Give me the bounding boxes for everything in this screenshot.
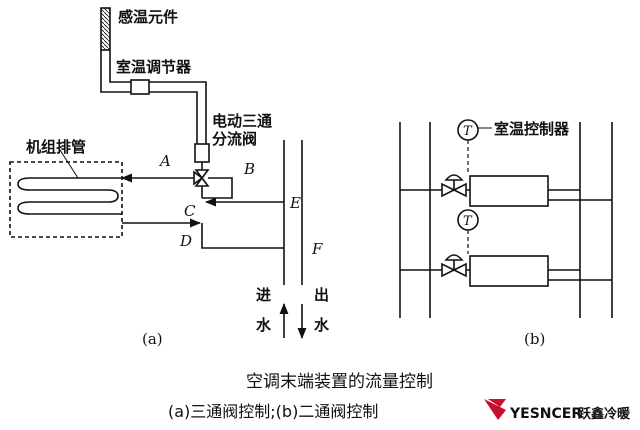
thermostat-label: 室温调节器 — [116, 58, 192, 76]
b-lower-valve — [441, 254, 467, 278]
b-lower-thermostat-symbol: T — [463, 214, 473, 229]
unit-label: 机组排管 — [26, 138, 86, 156]
inlet-label-1: 进 — [256, 286, 271, 304]
b-upper-valve — [441, 174, 467, 198]
b-upper-thermostat — [457, 119, 479, 141]
point-c-label: C — [184, 202, 196, 220]
b-upper-return-pipe — [548, 189, 612, 201]
unit-label-pointer — [59, 149, 79, 179]
brand-logo-icon — [484, 399, 506, 420]
point-f-label: F — [311, 240, 323, 258]
pipe-b — [202, 177, 233, 199]
valve-label-line2: 分流阀 — [212, 130, 257, 148]
capillary-tube — [100, 50, 131, 93]
outlet-label-1: 出 — [314, 286, 329, 304]
brand-name-cn: 跃鑫冷暖 — [578, 406, 631, 422]
b-lower-unit — [469, 255, 549, 287]
caption-title: 空调末端装置的流量控制 — [246, 372, 433, 392]
point-e-label: E — [289, 194, 301, 212]
point-d-label: D — [179, 232, 192, 250]
caption-subtitle: (a)三通阀控制;(b)二通阀控制 — [168, 402, 378, 421]
point-b-label: B — [243, 160, 255, 178]
diagram-a — [9, 7, 307, 340]
unit-coil — [17, 177, 122, 215]
diagram-b — [399, 119, 613, 318]
b-upper-thermostat-symbol: T — [463, 124, 473, 139]
valve-label-line1: 电动三通 — [212, 112, 272, 130]
controller-label: 室温控制器 — [494, 120, 570, 138]
inlet-label-2: 水 — [256, 316, 272, 334]
b-upper-unit — [469, 175, 549, 207]
three-way-valve — [193, 169, 210, 187]
unit-box — [9, 161, 123, 238]
valve-actuator — [194, 143, 210, 163]
brand-watermark: YESNCER 跃鑫冷暖 — [484, 399, 631, 422]
b-lower-thermostat — [457, 209, 479, 231]
brand-name: YESNCER — [509, 406, 582, 422]
b-lower-return-pipe — [548, 269, 612, 281]
outlet-label-2: 水 — [314, 316, 330, 334]
point-a-label: A — [158, 152, 171, 170]
pipe-d-to-f — [201, 223, 284, 249]
panel-b-label: (b) — [524, 330, 545, 348]
sensor-label: 感温元件 — [118, 8, 178, 26]
thermostat-line — [149, 81, 207, 144]
panel-a-label: (a) — [142, 330, 163, 348]
thermostat-box — [130, 79, 150, 95]
sensor-bulb — [100, 7, 111, 51]
